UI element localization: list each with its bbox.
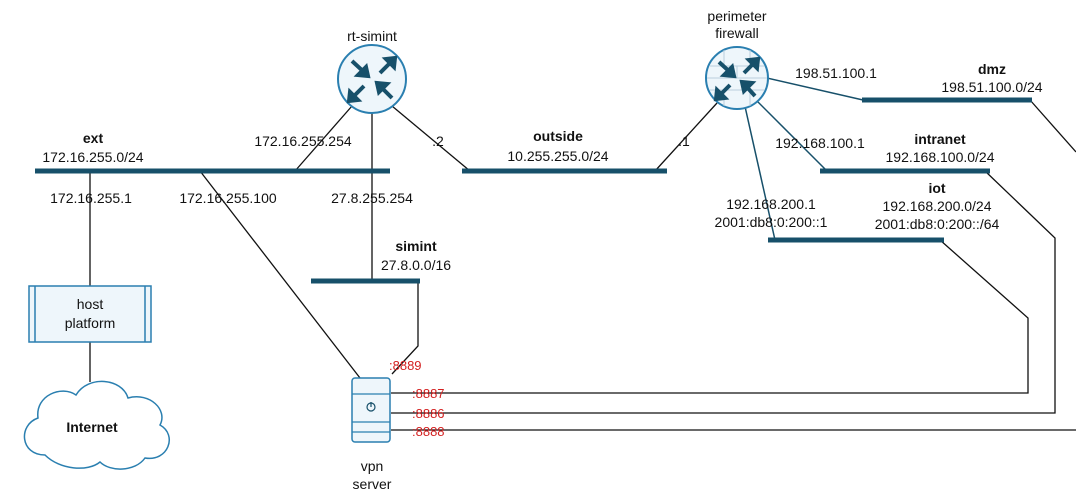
fw-outside-address: .1 xyxy=(678,133,690,149)
internet-cloud[interactable]: Internet xyxy=(23,380,170,470)
fw-iot-address: 192.168.200.1 xyxy=(726,196,816,212)
cloud-icon xyxy=(23,380,170,470)
router-outside-address: .2 xyxy=(432,133,444,149)
vpn-server-device[interactable]: vpn server xyxy=(351,377,392,492)
dmz-wire-upper xyxy=(1029,99,1076,153)
segments xyxy=(35,97,1032,284)
wires xyxy=(89,75,1076,431)
firewall-device[interactable]: perimeter firewall xyxy=(705,8,769,110)
firewall-name-line2: firewall xyxy=(715,25,759,41)
vpn-ext-address: 172.16.255.100 xyxy=(179,190,277,206)
simint-name: simint xyxy=(395,238,437,254)
fw-iot-address6: 2001:db8:0:200::1 xyxy=(715,214,828,230)
fw-outside-wire xyxy=(654,102,718,172)
host-ext-address: 172.16.255.1 xyxy=(50,190,132,206)
port-dmz: :8888 xyxy=(412,424,445,439)
iot-name: iot xyxy=(928,180,945,196)
vpn-label-line2: server xyxy=(353,476,392,492)
router-arrows xyxy=(346,55,398,104)
firewall-arrows xyxy=(713,56,761,102)
router-name: rt-simint xyxy=(347,28,397,44)
network-labels: ext 172.16.255.0/24 outside 10.255.255.0… xyxy=(42,61,1042,273)
fw-intranet-address: 192.168.100.1 xyxy=(775,135,865,151)
internet-label: Internet xyxy=(66,419,118,435)
outside-cidr: 10.255.255.0/24 xyxy=(507,148,608,164)
host-platform-device[interactable]: host platform xyxy=(28,285,152,343)
host-label-line1: host xyxy=(77,296,104,312)
port-intranet: :8886 xyxy=(412,406,445,421)
iot-vpn-wire xyxy=(391,239,1029,394)
simint-cidr: 27.8.0.0/16 xyxy=(381,257,451,273)
router-device[interactable]: rt-simint xyxy=(337,28,407,114)
host-platform-box xyxy=(28,285,152,343)
router-ext-wire xyxy=(294,105,353,172)
simint-vpn-wire xyxy=(391,281,419,375)
ext-cidr: 172.16.255.0/24 xyxy=(42,149,143,165)
iot-cidr: 192.168.200.0/24 xyxy=(883,198,992,214)
port-iot: :8887 xyxy=(412,386,445,401)
firewall-name-line1: perimeter xyxy=(707,8,766,24)
address-labels: 172.16.255.254 .2 27.8.255.254 .1 198.51… xyxy=(50,65,877,230)
ext-name: ext xyxy=(83,130,104,146)
router-outside-wire xyxy=(391,105,471,172)
port-simint: :8889 xyxy=(389,358,422,373)
iot-cidr6: 2001:db8:0:200::/64 xyxy=(875,216,1000,232)
outside-name: outside xyxy=(533,128,583,144)
intranet-name: intranet xyxy=(914,131,966,147)
router-ext-address: 172.16.255.254 xyxy=(254,133,352,149)
dmz-name: dmz xyxy=(978,61,1006,77)
fw-iot-wire xyxy=(743,101,776,241)
fw-intranet-wire xyxy=(753,97,827,171)
fw-dmz-wire xyxy=(757,75,864,101)
host-label-line2: platform xyxy=(65,315,116,331)
intranet-cidr: 192.168.100.0/24 xyxy=(886,149,995,165)
ext-vpn-wire xyxy=(199,170,361,379)
intranet-vpn-wire xyxy=(391,170,1056,414)
fw-dmz-address: 198.51.100.1 xyxy=(795,65,877,81)
dmz-cidr: 198.51.100.0/24 xyxy=(941,79,1042,95)
vpn-label-line1: vpn xyxy=(361,458,384,474)
router-simint-address: 27.8.255.254 xyxy=(331,190,413,206)
port-labels: :8889 :8887 :8886 :8888 xyxy=(389,358,445,439)
